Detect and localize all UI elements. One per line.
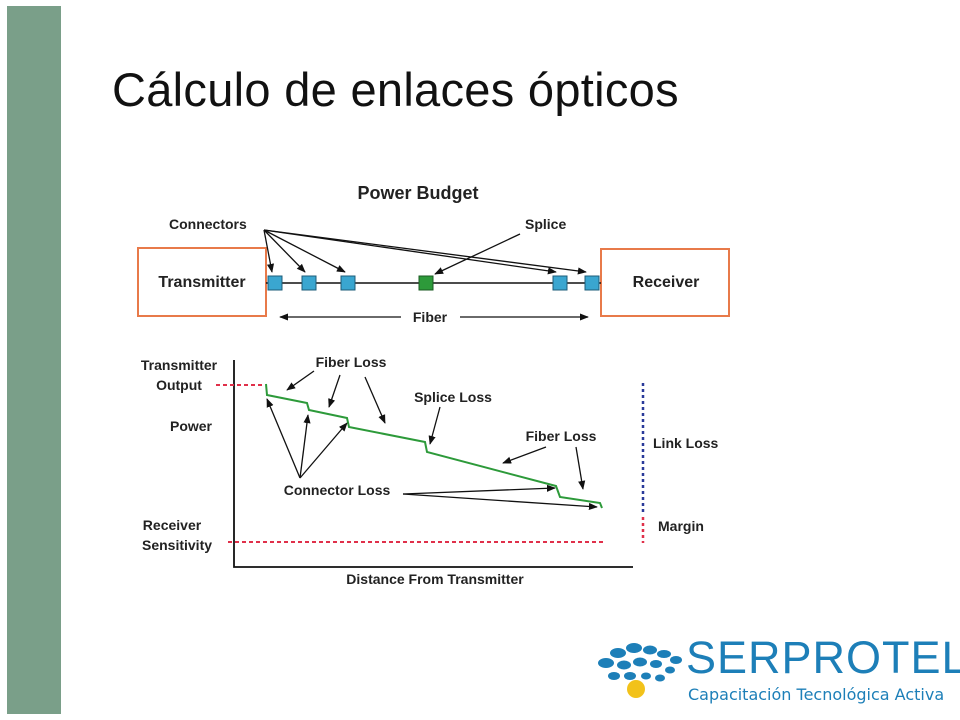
slide-accent-bar	[7, 6, 61, 714]
graph-axes	[233, 360, 633, 568]
splice-marker	[418, 275, 434, 291]
connectors-label: Connectors	[169, 216, 247, 232]
power-axis-label: Power	[170, 418, 213, 434]
logo-sun-icon	[627, 680, 645, 698]
receiver-sensitivity-label-line2: Sensitivity	[142, 537, 212, 553]
splice-label: Splice	[525, 216, 566, 232]
fiber-label: Fiber	[413, 309, 448, 325]
serprotel-logo-text: SERPROTEL	[686, 632, 960, 683]
connector-1	[267, 275, 283, 291]
x-axis-label: Distance From Transmitter	[346, 571, 524, 587]
fiber-loss-label-1: Fiber Loss	[316, 354, 387, 370]
transmitter-output-label-line1: Transmitter	[141, 357, 218, 373]
connector-3	[340, 275, 356, 291]
connector-loss-label: Connector Loss	[284, 482, 391, 498]
transmitter-box	[137, 247, 267, 317]
serprotel-logo-dots	[598, 643, 682, 682]
connector-2	[301, 275, 317, 291]
connector-5	[584, 275, 600, 291]
power-budget-title: Power Budget	[357, 183, 478, 203]
serprotel-tagline: Capacitación Tecnológica Activa	[688, 685, 945, 704]
connector-arrows	[263, 229, 587, 275]
slide-title: Cálculo de enlaces ópticos	[112, 63, 679, 116]
margin-label: Margin	[658, 518, 704, 534]
power-loss-curve	[265, 383, 603, 509]
link-loss-label: Link Loss	[653, 435, 719, 451]
receiver-label: Receiver	[633, 274, 700, 291]
receiver-sensitivity-label-line1: Receiver	[143, 517, 202, 533]
splice-loss-label: Splice Loss	[414, 389, 492, 405]
transmitter-output-label-line2: Output	[156, 377, 202, 393]
transmitter-label: Transmitter	[158, 274, 245, 291]
loss-arrows	[266, 370, 598, 511]
connector-4	[552, 275, 568, 291]
fiber-loss-label-2: Fiber Loss	[526, 428, 597, 444]
